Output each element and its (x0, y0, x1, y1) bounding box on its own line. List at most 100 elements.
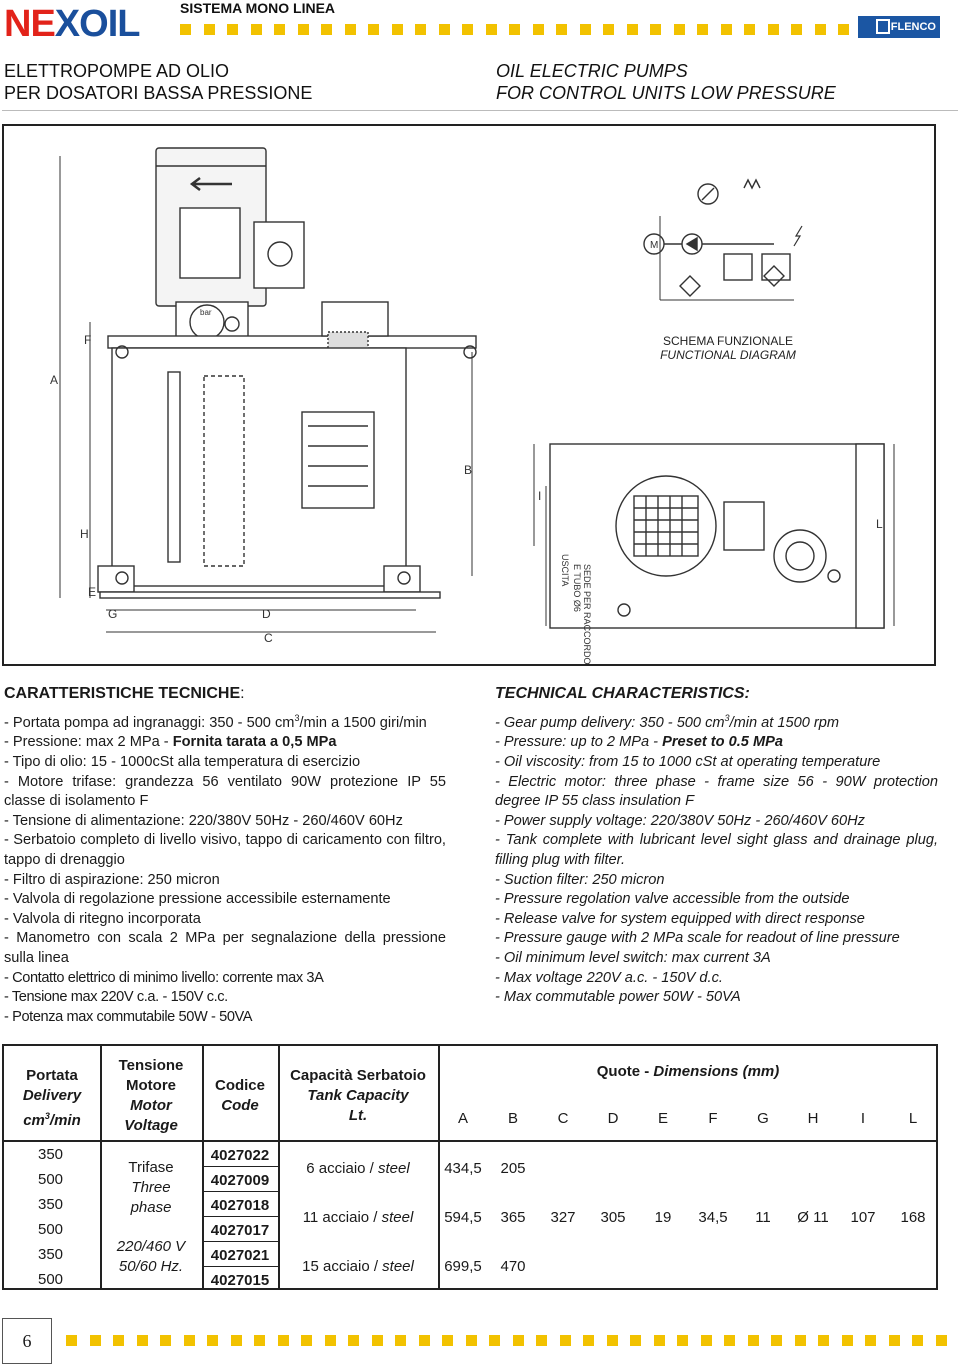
decorative-square (747, 1335, 759, 1346)
decorative-square (254, 1335, 265, 1346)
decorative-square (277, 1335, 289, 1346)
decorative-square (438, 24, 450, 35)
decorative-square (838, 24, 849, 35)
spec-it-13: - Potenza max commutabile 50W - 50VA (4, 1008, 253, 1025)
spec-en-5: - Power supply voltage: 220/380V 50Hz - … (495, 812, 865, 829)
spec-it-3: - Tipo di olio: 15 - 1000cSt alla temper… (4, 754, 361, 771)
dimension-label-g: G (757, 1110, 769, 1127)
decorative-square (415, 24, 426, 35)
dimensions-table: Portata Delivery cm3/min Tensione Motore… (2, 1044, 938, 1290)
flenco-logo: FLENCO (858, 16, 940, 38)
title-italian: ELETTROPOMPE AD OLIO PER DOSATORI BASSA … (4, 61, 313, 103)
decorative-square (912, 1335, 923, 1346)
decorative-square (113, 1335, 124, 1346)
svg-text:SEDE PER RACCORDO: SEDE PER RACCORDO (582, 564, 592, 664)
spec-en-12: - Max voltage 220V a.c. - 150V d.c. (495, 969, 723, 986)
decorative-square (368, 24, 379, 35)
decorative-square (462, 24, 473, 35)
spec-it-7: - Filtro di aspirazione: 250 micron (4, 871, 220, 888)
dim-label-l: L (876, 517, 883, 531)
decorative-square (724, 1335, 735, 1346)
spec-it-12: - Tensione max 220V c.a. - 150V c.c. (4, 989, 228, 1006)
dimension-h-value: Ø 11 (797, 1209, 829, 1226)
decorative-square (888, 1335, 900, 1346)
functional-diagram-caption: SCHEMA FUNZIONALE FUNCTIONAL DIAGRAM (660, 334, 796, 362)
decorative-square (344, 24, 356, 35)
decorative-square (512, 1335, 524, 1346)
decorative-square (442, 1335, 453, 1346)
dimension-label-b: B (507, 1110, 518, 1127)
delivery-value: 500 (38, 1221, 64, 1238)
dim-label-e: E (88, 585, 96, 599)
product-code: 4027017 (210, 1222, 270, 1239)
dimension-label-e: E (657, 1110, 668, 1127)
dimension-label-h: H (807, 1110, 819, 1127)
svg-text:E TUBO Ø6: E TUBO Ø6 (572, 564, 582, 612)
decorative-square (509, 24, 520, 35)
decorative-square (630, 1335, 641, 1346)
title-english: OIL ELECTRIC PUMPS FOR CONTROL UNITS LOW… (496, 61, 836, 103)
dim-label-i: I (538, 489, 541, 503)
decorative-square (583, 1335, 594, 1346)
decorative-square (321, 24, 332, 35)
decorative-square (418, 1335, 430, 1346)
decorative-square (865, 1335, 876, 1346)
decorative-square (160, 1335, 171, 1346)
dimension-e-value: 19 (654, 1209, 672, 1226)
decorative-square (814, 24, 826, 35)
delivery-value: 350 (38, 1246, 64, 1263)
decorative-square (791, 24, 802, 35)
decorative-square (650, 24, 661, 35)
tank-capacity-value: 11 acciaio / steel (302, 1209, 414, 1226)
motor-symbol-label: M (650, 240, 658, 251)
decorative-square (465, 1335, 477, 1346)
decorative-square (489, 1335, 500, 1346)
dimension-label-c: C (557, 1110, 569, 1127)
dim-label-g: G (108, 607, 117, 621)
product-code: 4027015 (210, 1272, 270, 1289)
dim-label-b: B (464, 463, 472, 477)
header-tank-capacity: Capacità Serbatoio Tank Capacity Lt. (290, 1067, 426, 1124)
decorative-square (653, 1335, 665, 1346)
technical-drawing: bar (50, 147, 895, 664)
dimension-i-value: 107 (850, 1209, 876, 1226)
series-title: SISTEMA MONO LINEA (180, 0, 336, 16)
dimension-b-value: 205 (500, 1160, 526, 1177)
spec-it-5: - Tensione di alimentazione: 220/380V 50… (4, 812, 403, 829)
decorative-square (841, 1335, 853, 1346)
spec-en-10: - Pressure gauge with 2 MPa scale for re… (495, 930, 900, 947)
decorative-square (485, 24, 497, 35)
dimension-a-value: 594,5 (444, 1209, 482, 1226)
dim-label-h: H (80, 527, 89, 541)
spec-it-10: - Manometro con scala 2 MPa per segnalaz… (4, 930, 446, 966)
dim-label-c: C (264, 631, 273, 645)
decorative-square (556, 24, 567, 35)
spec-en-4: - Electric motor: three phase - frame si… (495, 773, 938, 810)
decorative-square (301, 1335, 312, 1346)
dimension-g-value: 11 (755, 1209, 771, 1226)
product-code: 4027009 (210, 1172, 270, 1189)
product-code: 4027022 (210, 1147, 270, 1164)
spec-it-8: - Valvola di regolazione pressione acces… (4, 891, 391, 908)
specs-english: TECHNICAL CHARACTERISTICS: - Gear pump d… (495, 685, 938, 1008)
spec-en-9: - Release valve for system equipped with… (495, 910, 865, 927)
spec-en-6: - Tank complete with lubricant level sig… (495, 832, 938, 869)
decorative-square (700, 1335, 712, 1346)
product-code: 4027018 (210, 1197, 270, 1214)
spec-en-3: - Oil viscosity: from 15 to 1000 cSt at … (495, 754, 881, 771)
decorative-square (348, 1335, 359, 1346)
delivery-value: 350 (38, 1146, 64, 1163)
decorative-square (324, 1335, 336, 1346)
dim-label-d: D (262, 607, 271, 621)
decorative-square (297, 24, 309, 35)
decorative-square (677, 1335, 688, 1346)
nexoil-logo: NEXOIL (4, 3, 140, 45)
delivery-value: 500 (38, 1271, 64, 1288)
spec-it-2: - Pressione: max 2 MPa - Fornita tarata … (4, 734, 337, 751)
decorative-square (626, 24, 638, 35)
tank-capacity-value: 6 acciaio / steel (306, 1160, 410, 1177)
dimension-a-value: 434,5 (444, 1160, 482, 1177)
dimension-l-value: 168 (900, 1209, 926, 1226)
decorative-square (536, 1335, 547, 1346)
dimension-label-i: I (860, 1110, 866, 1127)
